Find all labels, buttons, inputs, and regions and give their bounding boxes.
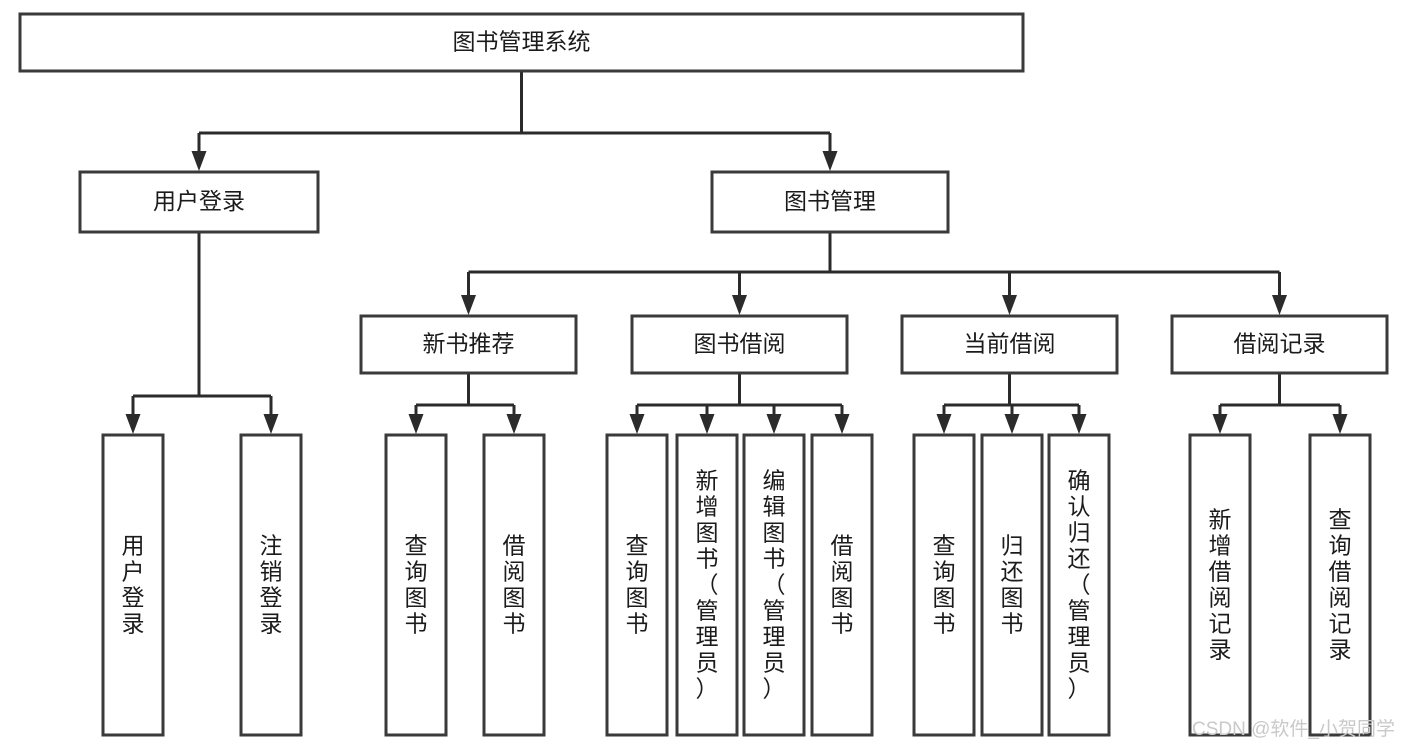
node-box-root[interactable]: [18, 12, 1025, 73]
node-label-newbook: 新书推荐: [423, 331, 515, 357]
node-login[interactable]: 用户登录: [78, 170, 320, 234]
node-box-leaf-rec-add[interactable]: [1188, 433, 1252, 737]
node-box-bookmgmt[interactable]: [710, 170, 950, 234]
node-box-leaf-bw-edit[interactable]: [742, 433, 806, 737]
node-box-borrow[interactable]: [630, 314, 849, 375]
edge-group-borrow: [629, 373, 850, 434]
node-box-leaf-nb-borrow[interactable]: [482, 433, 546, 737]
node-label-leaf-rec-query: 查询借阅记录: [1329, 506, 1352, 662]
node-box-leaf-cur-return[interactable]: [980, 433, 1044, 737]
node-box-newbook[interactable]: [359, 314, 578, 375]
edge-group-login: [125, 232, 279, 434]
node-leaf-nb-borrow[interactable]: 借阅图书: [482, 433, 546, 737]
node-label-leaf-user-login: 用户登录: [122, 532, 145, 636]
edge-group-newbook: [408, 373, 522, 434]
edge-group-records: [1212, 373, 1348, 434]
node-leaf-cur-return[interactable]: 归还图书: [980, 433, 1044, 737]
node-label-current: 当前借阅: [964, 331, 1056, 357]
node-leaf-rec-add[interactable]: 新增借阅记录: [1188, 433, 1252, 737]
node-box-leaf-bw-borrow[interactable]: [810, 433, 874, 737]
node-label-leaf-nb-borrow: 借阅图书: [503, 532, 526, 636]
node-box-leaf-cur-query[interactable]: [912, 433, 976, 737]
node-label-leaf-rec-add: 新增借阅记录: [1209, 506, 1232, 662]
node-leaf-bw-query[interactable]: 查询图书: [605, 433, 669, 737]
node-leaf-bw-edit[interactable]: 编辑图书（管理员）: [742, 433, 806, 737]
node-leaf-nb-query[interactable]: 查询图书: [384, 433, 448, 737]
node-label-leaf-nb-query: 查询图书: [405, 532, 428, 636]
node-leaf-cur-confirm[interactable]: 确认归还（管理员）: [1047, 433, 1111, 737]
node-box-leaf-user-logout[interactable]: [239, 433, 303, 737]
node-box-login[interactable]: [78, 170, 320, 234]
node-box-leaf-cur-confirm[interactable]: [1047, 433, 1111, 737]
edge-group-bookmgmt: [461, 232, 1287, 315]
node-label-leaf-bw-add: 新增图书（管理员）: [696, 467, 719, 701]
watermark-label: CSDN @软件_小贺同学: [1192, 718, 1395, 740]
watermark-layer: CSDN @软件_小贺同学: [1192, 718, 1395, 740]
node-leaf-cur-query[interactable]: 查询图书: [912, 433, 976, 737]
node-root[interactable]: 图书管理系统: [18, 12, 1025, 73]
node-label-leaf-bw-edit: 编辑图书（管理员）: [763, 467, 786, 701]
node-label-leaf-cur-query: 查询图书: [933, 532, 956, 636]
node-box-current[interactable]: [900, 314, 1119, 375]
node-label-root: 图书管理系统: [453, 29, 591, 55]
node-current[interactable]: 当前借阅: [900, 314, 1119, 375]
node-label-bookmgmt: 图书管理: [784, 188, 876, 214]
node-box-leaf-bw-query[interactable]: [605, 433, 669, 737]
nodes-layer: 图书管理系统用户登录图书管理新书推荐图书借阅当前借阅借阅记录用户登录注销登录查询…: [18, 12, 1389, 737]
node-leaf-user-logout[interactable]: 注销登录: [239, 433, 303, 737]
node-label-leaf-bw-borrow: 借阅图书: [831, 532, 854, 636]
node-newbook[interactable]: 新书推荐: [359, 314, 578, 375]
node-label-leaf-cur-return: 归还图书: [1001, 532, 1024, 636]
node-label-login: 用户登录: [153, 188, 245, 214]
node-bookmgmt[interactable]: 图书管理: [710, 170, 950, 234]
node-box-leaf-user-login[interactable]: [101, 433, 165, 737]
node-leaf-bw-add[interactable]: 新增图书（管理员）: [675, 433, 739, 737]
node-label-borrow: 图书借阅: [694, 331, 786, 357]
edge-group-current: [936, 373, 1087, 434]
edges-layer: [125, 71, 1348, 434]
node-leaf-rec-query[interactable]: 查询借阅记录: [1308, 433, 1372, 737]
node-box-leaf-nb-query[interactable]: [384, 433, 448, 737]
node-box-leaf-bw-add[interactable]: [675, 433, 739, 737]
node-box-records[interactable]: [1170, 314, 1389, 375]
node-leaf-bw-borrow[interactable]: 借阅图书: [810, 433, 874, 737]
node-label-leaf-bw-query: 查询图书: [626, 532, 649, 636]
node-box-leaf-rec-query[interactable]: [1308, 433, 1372, 737]
node-label-leaf-user-logout: 注销登录: [260, 532, 283, 636]
node-label-leaf-cur-confirm: 确认归还（管理员）: [1068, 467, 1091, 701]
node-label-records: 借阅记录: [1234, 331, 1326, 357]
node-borrow[interactable]: 图书借阅: [630, 314, 849, 375]
edge-group-root: [191, 71, 838, 171]
node-leaf-user-login[interactable]: 用户登录: [101, 433, 165, 737]
node-records[interactable]: 借阅记录: [1170, 314, 1389, 375]
